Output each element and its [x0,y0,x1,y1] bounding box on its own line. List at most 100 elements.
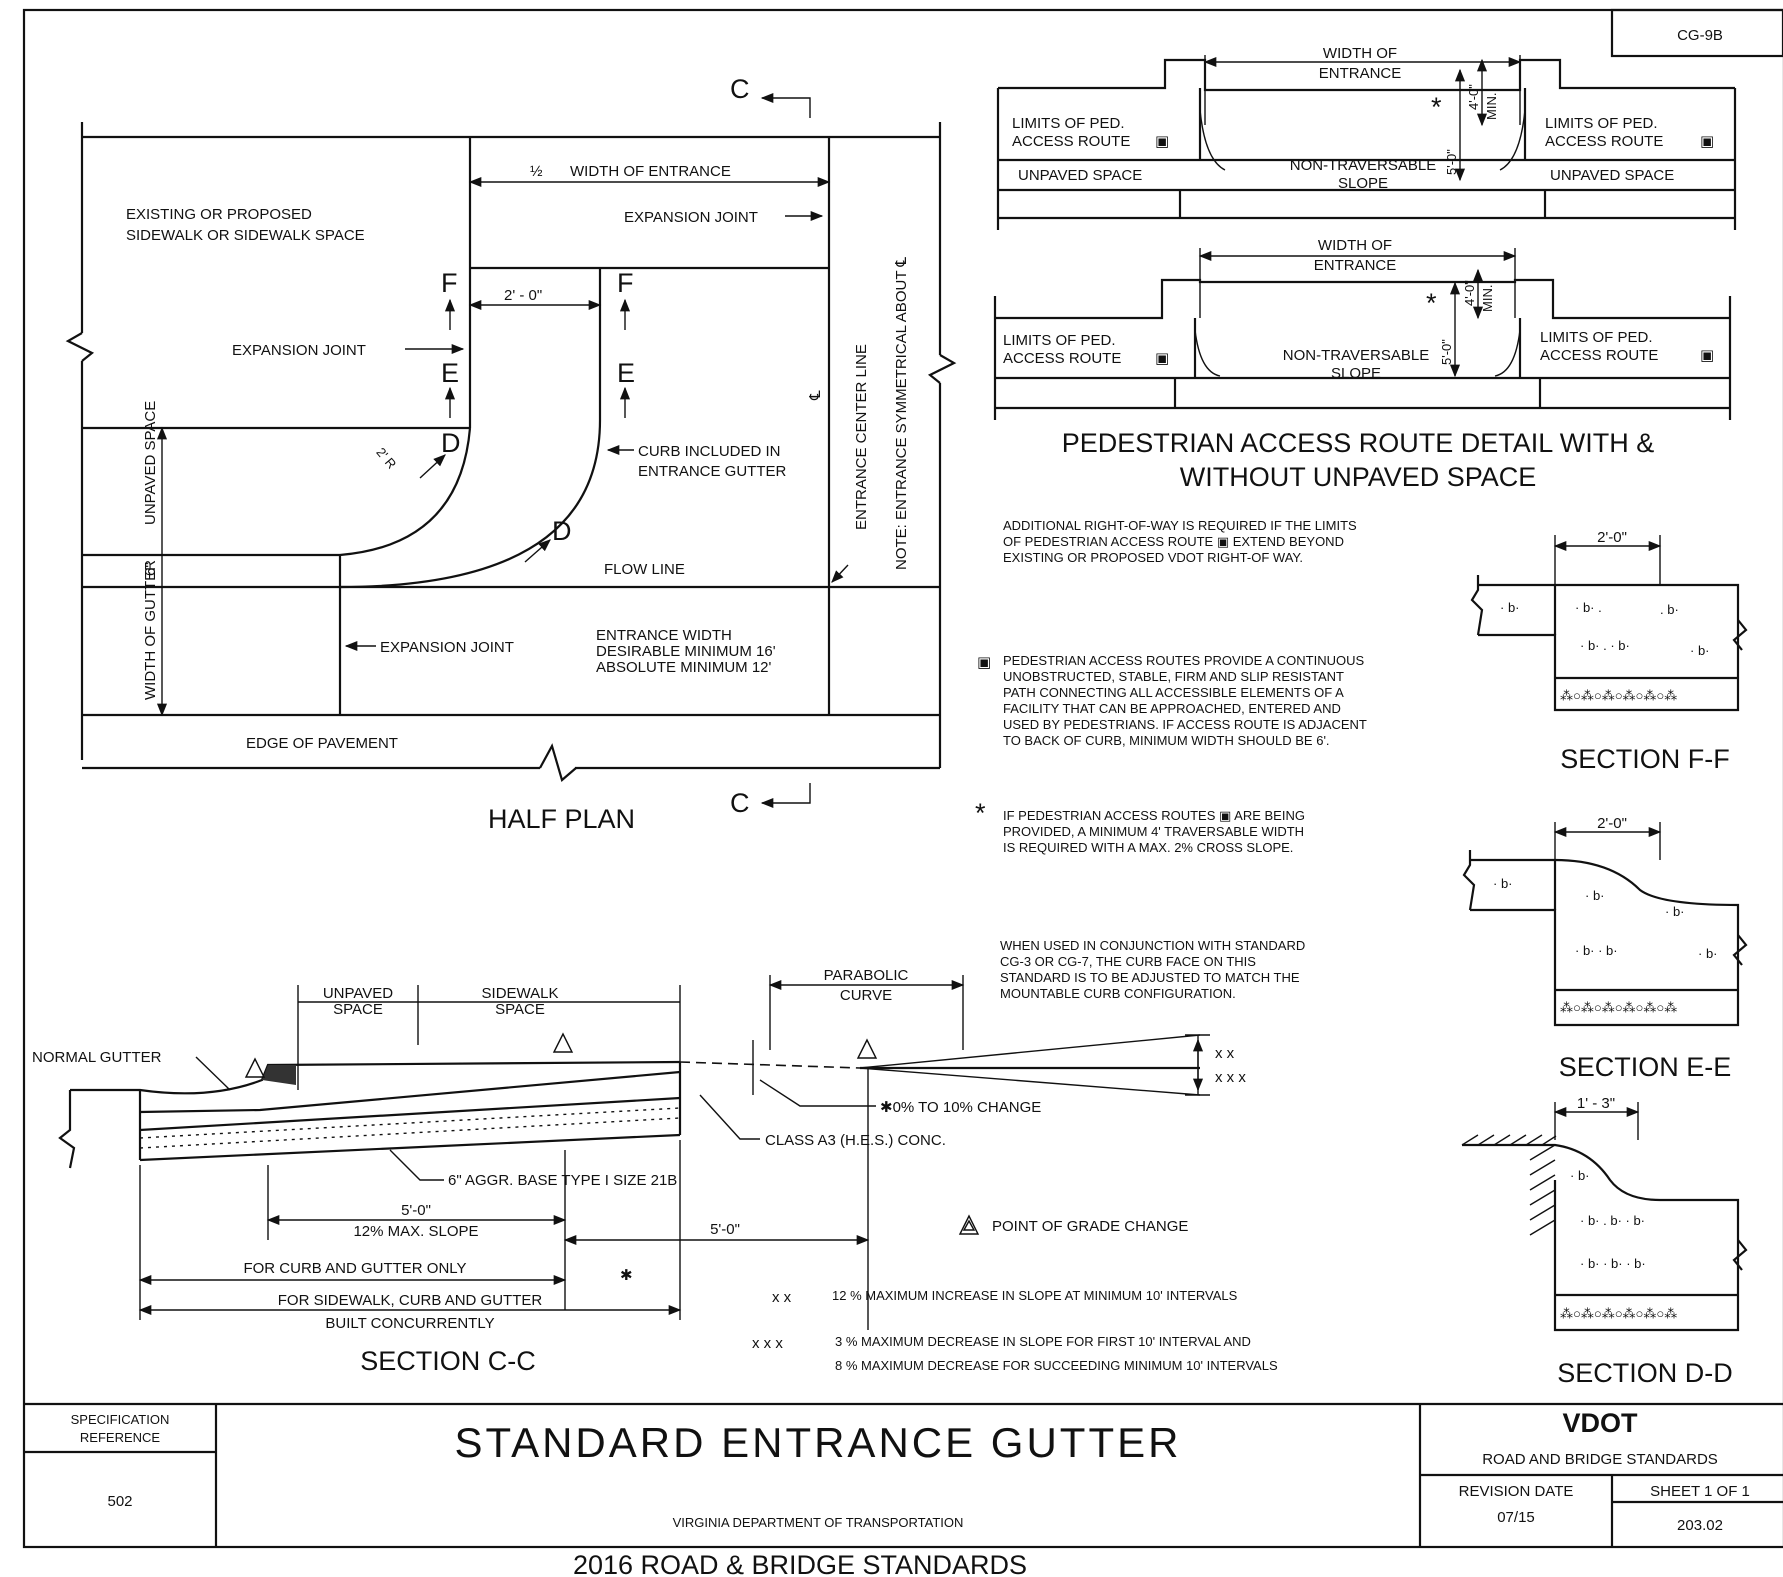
note-row-2: OF PEDESTRIAN ACCESS ROUTE ▣ EXTEND BEYO… [1003,534,1344,549]
cc-base: 6" AGGR. BASE TYPE I SIZE 21B [448,1172,677,1189]
drawing-title: STANDARD ENTRANCE GUTTER [455,1419,1182,1466]
note-cg-2: CG-3 OR CG-7, THE CURB FACE ON THIS [1000,954,1256,969]
ped1-four-ft: 4'-0" [1466,84,1481,110]
grade-change-note: POINT OF GRADE CHANGE [992,1218,1188,1235]
expansion-joint-top: EXPANSION JOINT [624,209,758,226]
ped1-nontrav-1: NON-TRAVERSABLE [1290,157,1436,174]
entrance-width-3: ABSOLUTE MINIMUM 12' [596,659,772,676]
dd-agg-1: · b· [1570,1168,1590,1183]
standard-number: 203.02 [1677,1517,1723,1534]
note-star-3: IS REQUIRED WITH A MAX. 2% CROSS SLOPE. [1003,840,1293,855]
width-of-gutter-label: WIDTH OF GUTTER [142,560,159,700]
dd-dim: 1' - 3" [1577,1095,1615,1112]
ped1-width-2: ENTRANCE [1319,65,1402,82]
entrance-width-1: ENTRANCE WIDTH [596,627,732,644]
section-ee-title: SECTION E-E [1559,1052,1732,1082]
unpaved-space-label: UNPAVED SPACE [142,401,159,525]
revision-label: REVISION DATE [1459,1483,1574,1500]
cc-change: ✱0% TO 10% CHANGE [880,1099,1041,1116]
ped2-star: * [1426,288,1437,318]
half-plan: ½ WIDTH OF ENTRANCE EXISTING OR PROPOSED… [65,74,957,834]
ee-dim: 2'-0" [1597,815,1627,832]
ped-detail-title-2: WITHOUT UNPAVED SPACE [1180,462,1537,492]
ped2-four-ft: 4'-0" [1462,280,1477,306]
xxx-note-2: 8 % MAXIMUM DECREASE FOR SUCCEEDING MINI… [835,1358,1278,1373]
curb-included-1: CURB INCLUDED IN [638,443,781,460]
entrance-center-line: ENTRANCE CENTER LINE [853,344,870,530]
note-par-box: ▣ [977,654,991,671]
spec-label-2: REFERENCE [80,1430,161,1445]
grade-change-marker-2 [552,1032,574,1053]
sheet-border [22,8,1783,1549]
xx-marker: x x [772,1289,792,1306]
ped2-width-1: WIDTH OF [1318,237,1392,254]
grade-change-marker-1 [244,1057,266,1078]
cc-xxx: x x x [1215,1069,1246,1086]
vdot-logo: VDOT [1562,1408,1638,1438]
ped1-limits-right-box: ▣ [1700,133,1714,150]
section-f-left: F [441,268,458,298]
section-c-bottom: C [730,788,750,818]
cc-unpaved-2: SPACE [333,1001,383,1018]
dim-2ft: 2' - 0" [504,287,542,304]
note-par-2: UNOBSTRUCTED, STABLE, FIRM AND SLIP RESI… [1003,669,1344,684]
agency-name: VIRGINIA DEPARTMENT OF TRANSPORTATION [673,1515,964,1530]
flow-line-label: FLOW LINE [604,561,685,578]
ped-access-detail-1: WIDTH OF ENTRANCE 5'-0" 4'-0" MIN. * LIM… [996,45,1737,230]
note-par-1: PEDESTRIAN ACCESS ROUTES PROVIDE A CONTI… [1003,653,1365,668]
footer-text: 2016 ROAD & BRIDGE STANDARDS [573,1550,1027,1577]
cc-normal-gutter: NORMAL GUTTER [32,1049,162,1066]
ff-base: ⁂○⁂○⁂○⁂○⁂○⁂ [1560,688,1677,703]
ped2-limits-right-box: ▣ [1700,347,1714,364]
ped1-star: * [1431,92,1442,122]
note-star-mark: * [975,798,986,828]
ped1-limits-left-1: LIMITS OF PED. [1012,115,1125,132]
note-row-1: ADDITIONAL RIGHT-OF-WAY IS REQUIRED IF T… [1003,518,1357,533]
grade-change-icon [958,1214,980,1235]
ff-agg-4: · b· [1690,643,1710,658]
symmetry-note: NOTE: ENTRANCE SYMMETRICAL ABOUT ℄ [893,257,910,570]
ee-agg-4: · b· [1698,946,1718,961]
cc-parabolic-2: CURVE [840,987,892,1004]
section-dd-title: SECTION D-D [1557,1358,1733,1388]
section-dd: 1' - 3" · b· · b· . b· · b· · b· · b· · … [1461,1095,1748,1388]
ff-agg-1: · b· . [1575,600,1602,615]
ped2-limits-left-2: ACCESS ROUTE [1003,350,1121,367]
existing-sidewalk-label-1: EXISTING OR PROPOSED [126,206,312,223]
note-cg-1: WHEN USED IN CONJUNCTION WITH STANDARD [1000,938,1305,953]
cc-sidewalk-curb-2: BUILT CONCURRENTLY [325,1315,494,1332]
note-cg-4: MOUNTABLE CURB CONFIGURATION. [1000,986,1236,1001]
section-ff-title: SECTION F-F [1560,744,1730,774]
road-bridge-standards: ROAD AND BRIDGE STANDARDS [1482,1451,1718,1468]
cc-sidewalk-2: SPACE [495,1001,545,1018]
xxx-marker: x x x [752,1335,783,1352]
grade-change-marker-3 [856,1038,878,1059]
ped2-limits-right-2: ACCESS ROUTE [1540,347,1658,364]
ped2-five-ft: 5'-0" [1439,339,1454,365]
entrance-width-2: DESIRABLE MINIMUM 16' [596,643,776,660]
section-c-top: C [730,74,750,104]
ped1-nontrav-2: SLOPE [1338,175,1388,192]
cc-star: ✱ [620,1267,633,1284]
ped2-limits-left-1: LIMITS OF PED. [1003,332,1116,349]
radius-label: 2' R [373,445,399,472]
note-star-1: IF PEDESTRIAN ACCESS ROUTES ▣ ARE BEING [1003,808,1305,823]
ped-detail-title-1: PEDESTRIAN ACCESS ROUTE DETAIL WITH & [1062,428,1655,458]
cc-sidewalk-1: SIDEWALK [482,985,559,1002]
ff-dim: 2'-0" [1597,529,1627,546]
ee-base: ⁂○⁂○⁂○⁂○⁂○⁂ [1560,1000,1677,1015]
note-par-5: USED BY PEDESTRIANS. IF ACCESS ROUTE IS … [1003,717,1367,732]
dd-agg-3: · b· · b· · b· [1580,1256,1646,1271]
ped2-nontrav-1: NON-TRAVERSABLE [1283,347,1429,364]
section-d-lower: D [552,516,572,546]
section-d-upper: D [441,428,461,458]
existing-sidewalk-label-2: SIDEWALK OR SIDEWALK SPACE [126,227,365,244]
ped1-width-1: WIDTH OF [1323,45,1397,62]
general-notes: ADDITIONAL RIGHT-OF-WAY IS REQUIRED IF T… [752,518,1367,1373]
ff-agg-2: . b· [1660,602,1679,617]
section-f-right: F [617,268,634,298]
curb-included-2: ENTRANCE GUTTER [638,463,787,480]
ff-agg-3: · b· . · b· [1580,638,1630,653]
half-width-prefix: ½ [530,163,543,180]
